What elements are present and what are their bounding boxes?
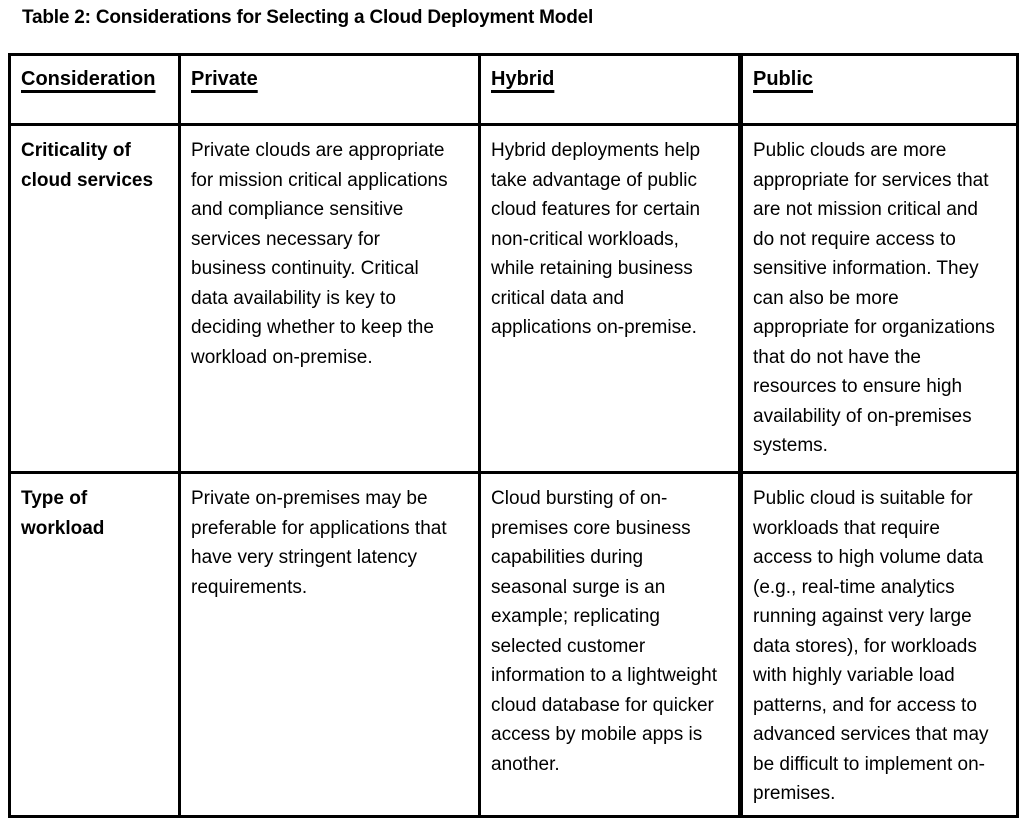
- cloud-deployment-table: Consideration Private Hybrid Public Crit…: [8, 53, 1019, 818]
- header-row: Consideration Private Hybrid Public: [8, 53, 1019, 126]
- cell-workload-hybrid: Cloud bursting of on-premises core busin…: [478, 471, 742, 818]
- header-consideration: Consideration: [8, 53, 181, 126]
- cell-workload-public: Public cloud is suitable for workloads t…: [738, 471, 1019, 818]
- header-public-label: Public: [753, 68, 814, 90]
- cell-criticality-public: Public clouds are more appropriate for s…: [738, 123, 1019, 474]
- cell-workload-consideration: Type of workload: [8, 471, 181, 818]
- header-consideration-label: Consideration: [21, 68, 156, 90]
- header-private-label: Private: [191, 68, 258, 90]
- table-caption: Table 2: Considerations for Selecting a …: [22, 7, 594, 28]
- cell-workload-private: Private on-premises may be preferable fo…: [178, 471, 481, 818]
- header-public: Public: [738, 53, 1019, 126]
- table-row-workload: Type of workload Private on-premises may…: [8, 471, 1019, 818]
- table-row-criticality: Criticality of cloud services Private cl…: [8, 123, 1019, 474]
- cell-criticality-private: Private clouds are appropriate for missi…: [178, 123, 481, 474]
- header-private: Private: [178, 53, 481, 126]
- cell-criticality-consideration: Criticality of cloud services: [8, 123, 181, 474]
- cell-criticality-hybrid: Hybrid deployments help take advantage o…: [478, 123, 742, 474]
- header-hybrid: Hybrid: [478, 53, 742, 126]
- header-hybrid-label: Hybrid: [491, 68, 555, 90]
